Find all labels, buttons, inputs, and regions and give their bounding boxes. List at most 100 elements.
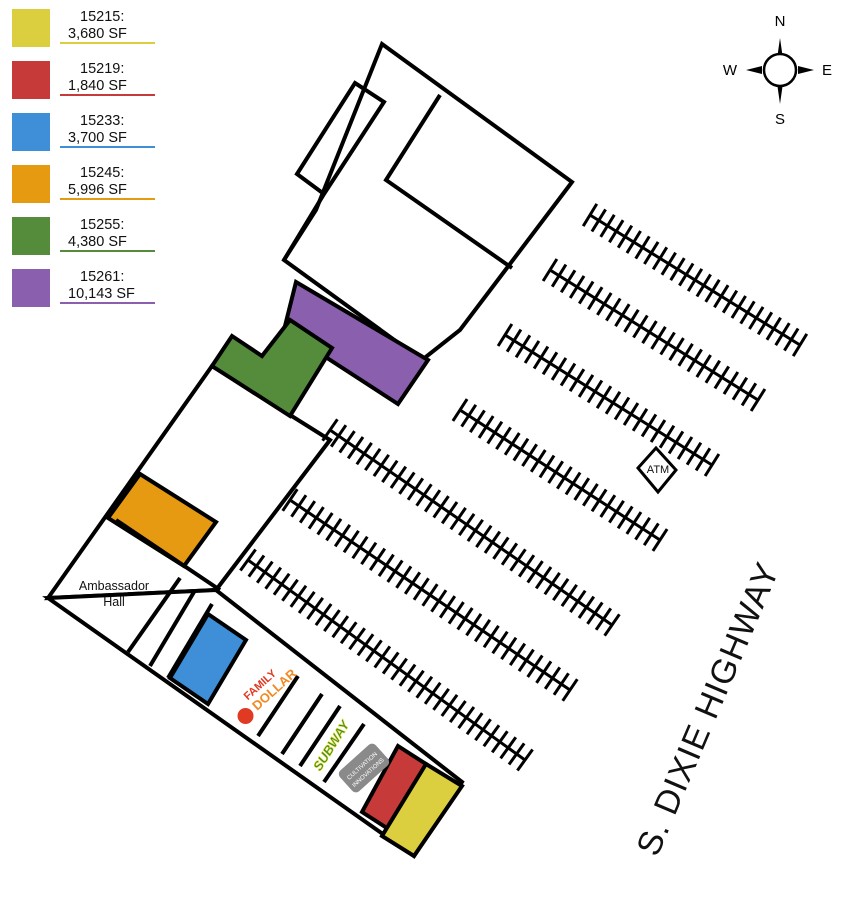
unit-15215[interactable] xyxy=(379,761,465,859)
parking-stall-line xyxy=(695,354,712,378)
ambassador-hall-label: Ambassador xyxy=(79,579,149,593)
parking-stall-line xyxy=(430,589,448,613)
compass-needle-east xyxy=(798,66,814,74)
parking-stall-line xyxy=(329,424,348,448)
parking-stall-line xyxy=(307,506,325,530)
parking-stall-line xyxy=(774,322,791,346)
parking-row xyxy=(451,398,669,552)
legend-underline xyxy=(60,198,155,200)
compass-rose: N S W E xyxy=(723,13,832,128)
legend-item-15215[interactable]: 15215: 3,680 SF xyxy=(12,9,155,49)
parking-stall-line xyxy=(632,314,649,339)
parking-stall-line xyxy=(590,208,607,233)
parking-stall-line xyxy=(514,334,532,359)
parking-stall-line xyxy=(507,742,526,766)
legend-item-15245[interactable]: 15245: 5,996 SF xyxy=(12,165,155,205)
parking-stall-line xyxy=(423,489,442,513)
parking-stall-line xyxy=(398,663,417,687)
parking-stall-line xyxy=(669,257,686,281)
parking-stall-line xyxy=(595,385,613,409)
parking-stall-line xyxy=(503,432,521,456)
unit-area: 1,840 SF xyxy=(68,78,127,94)
parking-stall-line xyxy=(281,578,299,602)
parking-stall-line xyxy=(448,700,467,723)
parking-stall-line xyxy=(608,499,625,524)
parking-stall-line xyxy=(599,494,617,518)
parking-stall-line xyxy=(466,518,484,542)
parking-row xyxy=(281,488,579,702)
parking-stall-line xyxy=(731,376,749,401)
legend-underline xyxy=(60,146,155,148)
parking-stall-line xyxy=(486,420,504,445)
legend-item-15255[interactable]: 15255: 4,380 SF xyxy=(12,217,155,257)
parking-stall-line xyxy=(550,263,568,288)
ambassador-hall-label-line2: Hall xyxy=(103,595,125,609)
parking-stall-line xyxy=(756,311,774,336)
parking-stall-line xyxy=(739,300,756,325)
parking-stall-line xyxy=(581,203,599,227)
parking-stall-line xyxy=(659,331,676,356)
parking-stall-line xyxy=(331,615,350,639)
parking-stall-line xyxy=(634,235,651,260)
unit-number: 15261: xyxy=(80,269,125,285)
compass-south-label: S xyxy=(775,111,785,128)
parking-stall-line xyxy=(491,630,509,655)
parking-stall-line xyxy=(421,583,439,607)
parking-stall-line xyxy=(608,219,625,244)
parking-stall-line xyxy=(564,471,582,496)
parking-stall-line xyxy=(730,295,747,319)
parking-stall-line xyxy=(306,597,325,620)
parking-stall-line xyxy=(594,607,613,631)
legend-item-15233[interactable]: 15233: 3,700 SF xyxy=(12,113,155,153)
compass-east-label: E xyxy=(822,62,832,79)
parking-stall-line xyxy=(364,448,382,472)
parking-stall-line xyxy=(381,651,400,675)
parking-stall-line xyxy=(483,530,502,554)
unit-15255[interactable] xyxy=(209,317,335,419)
parking-stall-line xyxy=(686,268,704,292)
parking-stall-line xyxy=(686,348,703,373)
parking-stall-line xyxy=(722,371,740,395)
unit-15261[interactable] xyxy=(281,278,431,407)
parking-stall-line xyxy=(526,654,544,678)
parking-stall-line xyxy=(368,547,387,571)
parking-stall-line xyxy=(616,505,634,530)
parking-stall-line xyxy=(509,548,527,572)
parking-stall-line xyxy=(535,660,553,684)
parking-stall-line xyxy=(474,718,492,742)
parking-stall-line xyxy=(578,280,595,305)
parking-stall-line xyxy=(721,289,739,314)
parking-row-spine xyxy=(329,428,613,627)
parking-stall-line xyxy=(641,320,658,344)
unit-number: 15255: xyxy=(80,217,125,233)
parking-stall-line xyxy=(365,639,383,663)
parking-stall-line xyxy=(783,327,800,352)
unit-area: 3,700 SF xyxy=(68,130,127,146)
parking-stall-line xyxy=(586,379,604,404)
legend-item-15219[interactable]: 15219: 1,840 SF xyxy=(12,61,155,101)
parking-stall-line xyxy=(377,553,395,577)
legend-underline xyxy=(60,250,155,252)
parking-stall-line xyxy=(599,214,616,238)
parking-stall-line xyxy=(676,436,694,460)
parking-stall-line xyxy=(604,391,622,415)
parking-row-spine xyxy=(459,408,661,542)
parking-stall-line xyxy=(703,453,721,477)
parking-stall-line xyxy=(541,351,559,376)
parking-stall-line xyxy=(351,535,369,560)
parking-stall-line xyxy=(556,466,573,490)
parking-stall-line xyxy=(346,436,365,460)
parking-stall-line xyxy=(355,442,373,466)
parking-stall-line xyxy=(658,424,676,449)
parking-stall-line xyxy=(634,516,651,541)
parking-stall-line xyxy=(321,418,339,442)
legend-underline xyxy=(60,94,155,96)
parking-stall-line xyxy=(650,326,667,350)
legend-item-15261[interactable]: 15261: 10,143 SF xyxy=(12,269,155,309)
parking-stall-line xyxy=(543,666,562,690)
parking-stall-line xyxy=(625,511,643,535)
parking-stall-line xyxy=(395,565,413,589)
atm-kiosk[interactable]: ATM xyxy=(636,445,678,495)
parking-stall-line xyxy=(552,672,570,696)
parking-stall-line xyxy=(339,621,358,645)
